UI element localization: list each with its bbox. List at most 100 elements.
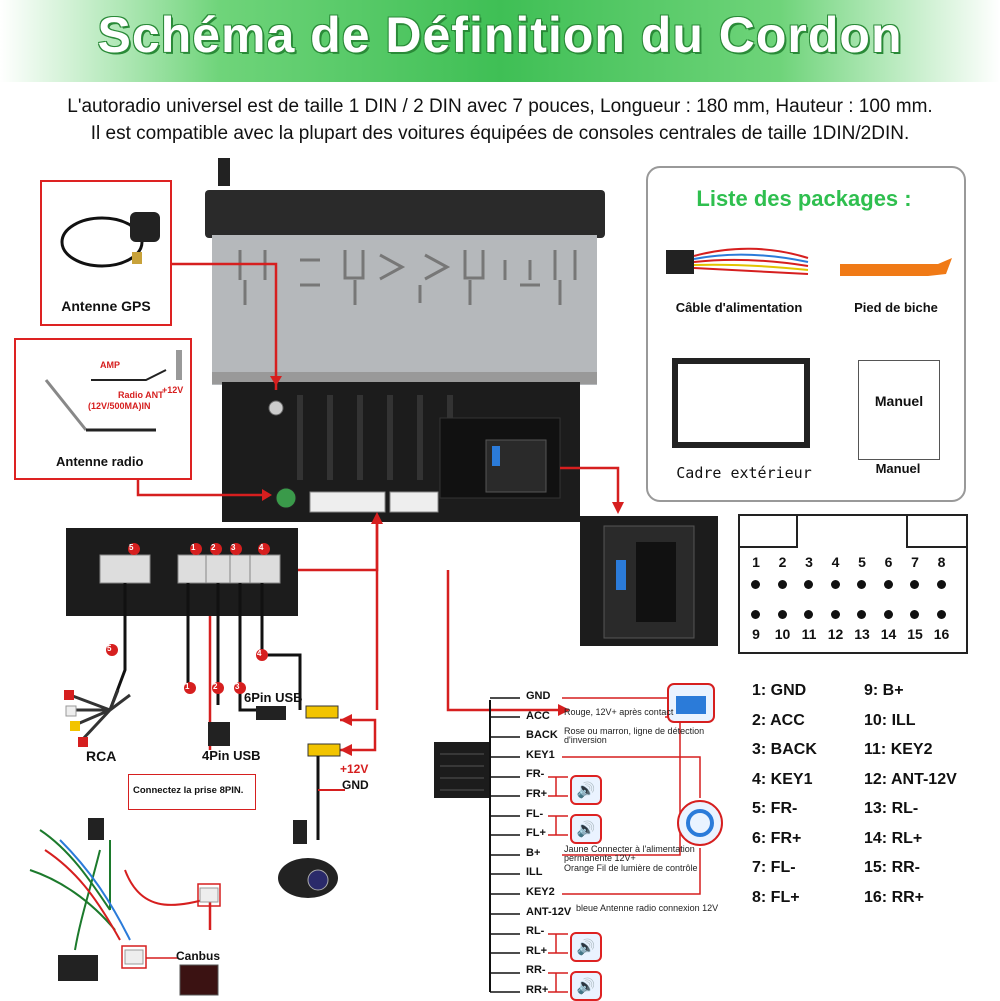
outer-frame-icon [672, 358, 810, 448]
legend-pin-name: FR- [766, 800, 798, 817]
connect-8pin-note: Connectez la prise 8PIN. [128, 774, 256, 810]
legend-pin-number: 14: [864, 829, 888, 847]
package-item-frame: Cadre extérieur [676, 464, 812, 482]
legend-pin-name: RR- [887, 859, 921, 876]
pin-number-8: 8 [937, 554, 946, 570]
legend-pin-name: RR+ [887, 888, 925, 906]
legend-pin-number: 2: [752, 711, 767, 729]
legend-pin-number: 13: [864, 800, 888, 817]
wire-description: Rouge, 12V+ après contact [564, 706, 674, 717]
title-banner [0, 0, 1000, 82]
legend-entry: 5: FR- [752, 800, 797, 818]
radio-antenna-box: AMP Radio ANT (12V/500MA)IN +12V Antenne… [14, 338, 192, 480]
intro-line-1: L'autoradio universel est de taille 1 DI… [67, 96, 933, 117]
port-badge-4: 4 [259, 543, 264, 552]
legend-pin-name: FL+ [766, 888, 800, 906]
pin-dot-10 [777, 610, 787, 619]
radio-antenna-icon [44, 350, 182, 432]
pin-dot-8 [936, 580, 946, 589]
wire-label: ANT-12V [526, 905, 572, 918]
legend-pin-name: GND [766, 682, 807, 699]
manual-icon: Manuel [858, 360, 940, 460]
legend-entry: 14: RL+ [864, 830, 922, 848]
camera-gnd-label: GND [342, 778, 369, 792]
cable-badge-1: 1 [185, 682, 190, 691]
wiring-diagram [29, 158, 723, 996]
package-item-pry-tool: Pied de biche [854, 300, 938, 315]
speaker-icon-front-left: 🔊 [570, 814, 602, 844]
camera-12v-label: +12V [340, 762, 369, 776]
plus12-label: +12V [162, 385, 184, 395]
pin-dot-12 [830, 610, 840, 619]
power-cable-icon [666, 247, 809, 275]
pin-dot-16 [936, 610, 946, 619]
wire-label: KEY1 [526, 748, 555, 761]
legend-pin-name: ACC [766, 711, 805, 729]
port-badge-5: 5 [129, 543, 134, 552]
wire-label: RL- [526, 925, 545, 938]
legend-pin-number: 10: [864, 711, 888, 729]
legend-entry: 16: RR+ [864, 889, 924, 907]
pin-dot-15 [910, 610, 919, 619]
gps-antenna-icon [60, 212, 160, 268]
legend-pin-name: RL+ [887, 829, 923, 847]
legend-entry: 1: GND [752, 682, 806, 700]
port-badge-2: 2 [211, 543, 216, 552]
legend-entry: 10: ILL [864, 712, 916, 730]
pin-dot-6 [883, 580, 893, 589]
legend-pin-name: BACK [766, 741, 817, 758]
port-badge-1: 1 [191, 543, 196, 552]
legend-entry: 13: RL- [864, 800, 918, 818]
legend-entry: 9: B+ [864, 682, 904, 700]
wire-label: GND [526, 690, 551, 702]
pin-dot-14 [883, 610, 893, 619]
wire-label: FR- [526, 768, 545, 781]
pin-number-9: 9 [752, 626, 760, 642]
pin-dot-5 [857, 580, 866, 589]
legend-pin-name: FR+ [766, 829, 802, 847]
pin-number-2: 2 [778, 554, 787, 570]
page-title: Schéma de Définition du Cordon [97, 7, 903, 63]
pin-connector-diagram [738, 514, 968, 654]
legend-pin-number: 8: [752, 888, 767, 906]
pin-number-12: 12 [827, 626, 844, 642]
amp-label: AMP [100, 360, 120, 370]
legend-pin-number: 11: [864, 741, 887, 758]
cable-badge-4: 4 [257, 649, 262, 658]
speaker-icon-front-right: 🔊 [570, 775, 602, 805]
pin-number-7: 7 [911, 554, 919, 570]
legend-entry: 2: ACC [752, 712, 805, 730]
wire-label: BACK [526, 729, 558, 742]
pin-number-14: 14 [880, 626, 897, 642]
wire-label: ILL [526, 866, 543, 879]
pin-dot-13 [857, 610, 866, 619]
legend-pin-number: 7: [752, 859, 767, 876]
canbus-label: Canbus [176, 949, 221, 963]
pin-number-16: 16 [933, 626, 950, 642]
legend-entry: 11: KEY2 [864, 741, 933, 759]
legend-entry: 7: FL- [752, 859, 796, 877]
usb-4pin-label: 4Pin USB [202, 748, 261, 763]
pry-tool-icon [840, 258, 952, 276]
legend-entry: 4: KEY1 [752, 771, 812, 789]
pin-number-6: 6 [884, 554, 893, 570]
legend-pin-name: ILL [887, 711, 916, 729]
connect-8pin-text: Connectez la prise 8PIN. [133, 785, 244, 796]
wire-label: RR+ [526, 984, 549, 996]
legend-pin-number: 16: [864, 888, 888, 906]
wire-description: Orange Fil de lumière de contrôle [564, 863, 698, 874]
wire-label: FL+ [526, 827, 546, 840]
speaker-icon-rear-right: 🔊 [570, 971, 602, 1001]
wire-description: Rose ou marron, ligne de détection d'inv… [564, 726, 705, 746]
legend-pin-name: KEY2 [886, 741, 933, 758]
legend-pin-name: KEY1 [766, 770, 813, 788]
pin-dot-11 [804, 610, 813, 619]
manual-cover-text: Manuel [874, 393, 924, 409]
legend-pin-number: 9: [864, 682, 879, 699]
wire-label: FR+ [526, 788, 548, 800]
wire-description: Jaune Connecter à l'alimentation permane… [564, 843, 695, 863]
pin-number-3: 3 [805, 554, 813, 570]
